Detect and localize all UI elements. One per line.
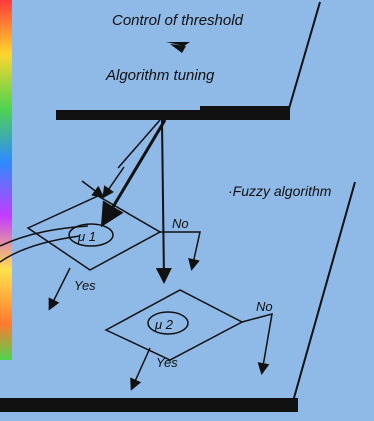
node1-label: μ 1 xyxy=(77,229,96,244)
node2-label: μ 2 xyxy=(154,317,174,332)
side-label: ·Fuzzy algorithm xyxy=(228,183,332,199)
sub-label: Algorithm tuning xyxy=(105,67,215,84)
yes-label-1: Yes xyxy=(74,278,96,293)
flow-arrow-to-node2 xyxy=(155,119,172,284)
yes-label-2: Yes xyxy=(156,355,178,370)
top-plane-edge xyxy=(287,1,321,113)
input-curve-1 xyxy=(0,225,89,247)
down-arrow-icon xyxy=(166,42,190,46)
no-label-2: No xyxy=(256,299,273,314)
input-curve-2 xyxy=(0,235,81,263)
no-label-1: No xyxy=(172,216,189,231)
yes-arrow-2 xyxy=(130,347,151,391)
no-arrow-1 xyxy=(160,231,201,271)
node1-oval xyxy=(68,223,114,247)
input-arrow-1 xyxy=(102,166,125,199)
top-plane-bar-left xyxy=(56,110,206,120)
no-arrow-2 xyxy=(241,312,273,375)
input-arrow-2 xyxy=(81,180,105,198)
top-plane-bar xyxy=(200,106,290,120)
flow-arrow-side xyxy=(117,119,161,169)
node2-oval xyxy=(147,311,189,335)
rainbow-strip xyxy=(0,0,12,360)
bottom-plane-edge xyxy=(291,181,356,406)
yes-arrow-1 xyxy=(48,267,71,311)
bottom-plane-bar xyxy=(0,398,298,412)
top-label: Control of threshold xyxy=(112,12,244,29)
